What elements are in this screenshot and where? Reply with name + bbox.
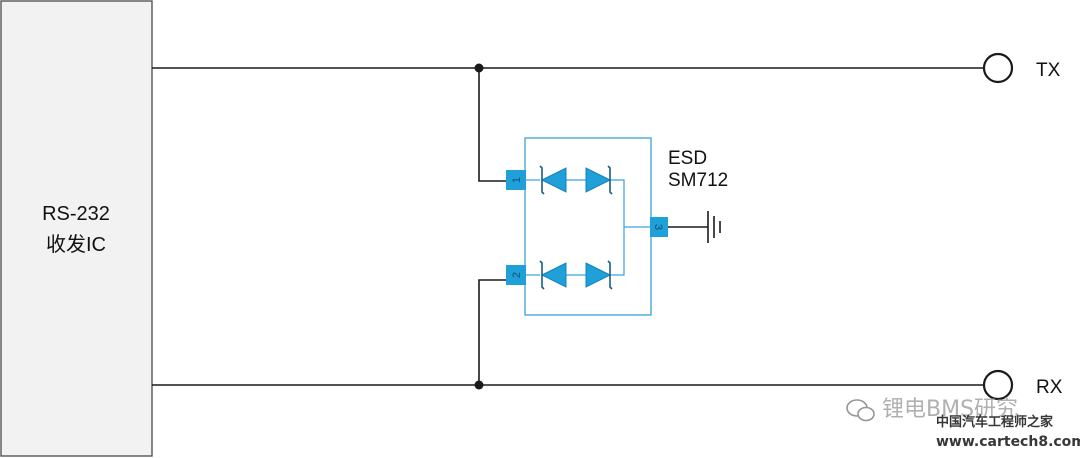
- pin-2: [506, 265, 526, 285]
- ground-icon: [668, 211, 721, 243]
- watermark-site-url: www.cartech8.com: [936, 434, 1080, 450]
- esd-device: 1 2 3 ESD SM712: [506, 137, 728, 316]
- pin-1-label: 1: [511, 177, 523, 183]
- ic-label-line1: RS-232: [42, 203, 110, 225]
- tx-branch-wire: [478, 68, 506, 182]
- pin-3-label: 3: [652, 224, 664, 230]
- rx-branch-wire: [478, 279, 506, 385]
- esd-label-line1: ESD: [668, 148, 707, 169]
- internal-wire-right: [610, 179, 625, 276]
- diode-icon: [585, 260, 613, 290]
- rx-label: RX: [1036, 377, 1063, 398]
- wechat-icon: [846, 399, 875, 422]
- ic-label-line2: 收发IC: [46, 233, 106, 256]
- rs232-ic-block: RS-232 收发IC: [0, 0, 153, 457]
- esd-label-line2: SM712: [668, 170, 728, 191]
- watermark-site-name: 中国汽车工程师之家: [936, 414, 1054, 430]
- watermark-account: 锂电BMS研究: [882, 397, 1018, 422]
- diode-icon: [539, 165, 567, 195]
- tx-terminal-circle-icon: [982, 52, 1014, 84]
- ic-body: [0, 0, 153, 457]
- pin-2-label: 2: [511, 272, 523, 278]
- diode-icon: [539, 260, 567, 290]
- watermark: 锂电BMS研究 中国汽车工程师之家 www.cartech8.com: [846, 397, 1080, 450]
- pin-3: [650, 217, 668, 237]
- rx-terminal-circle-icon: [982, 369, 1014, 401]
- tx-label: TX: [1036, 60, 1061, 81]
- diode-icon: [585, 165, 613, 195]
- pin-1: [506, 170, 526, 190]
